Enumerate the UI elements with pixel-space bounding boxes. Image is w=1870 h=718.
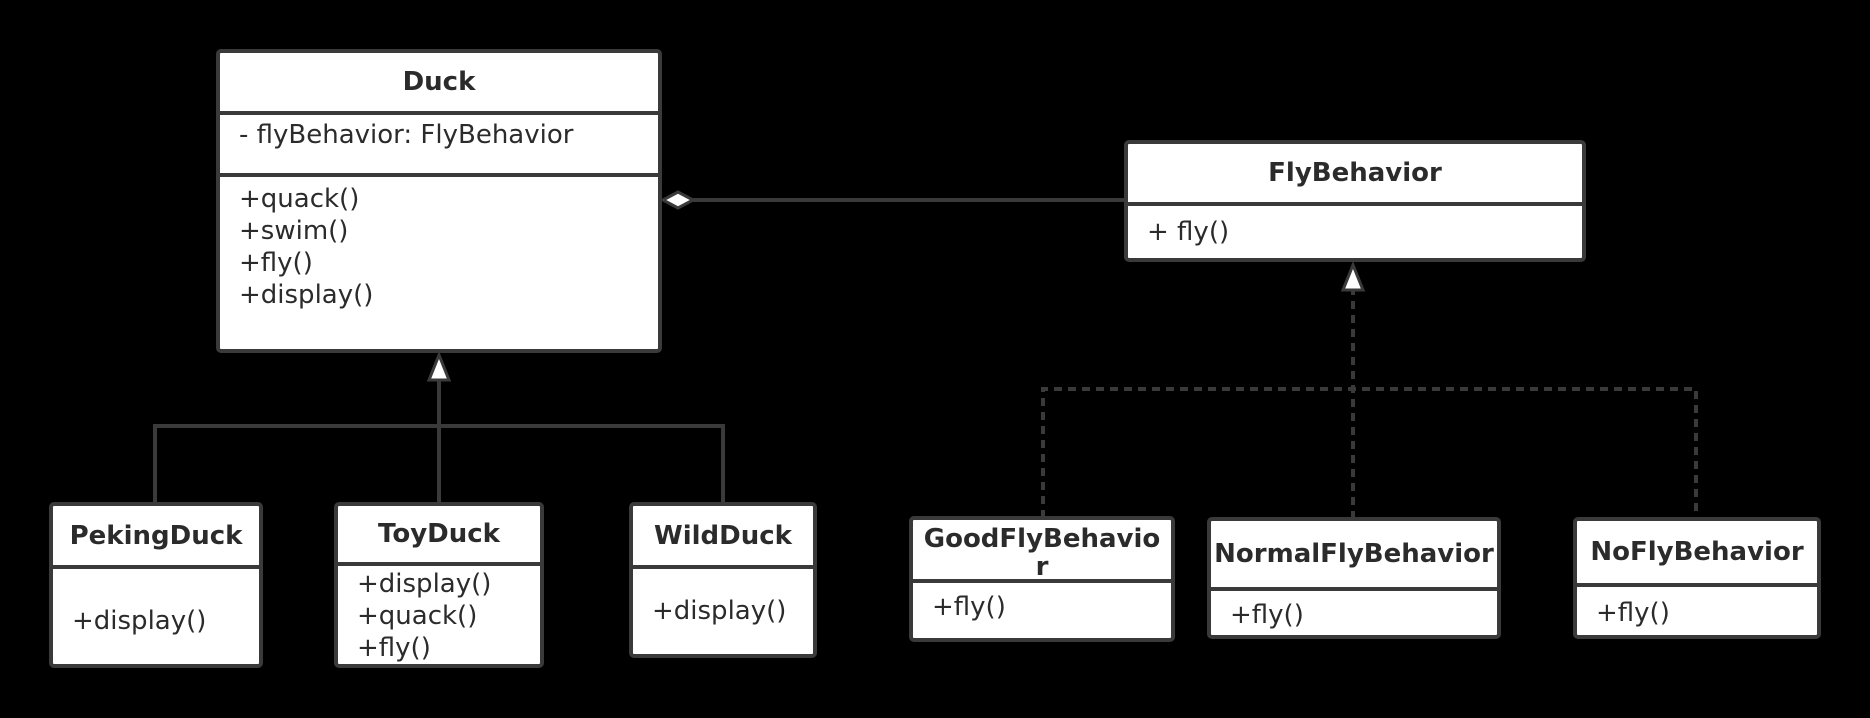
good-fly-behavior-operations: +fly() [913, 583, 1171, 623]
toy-duck-class[interactable]: ToyDuck +display() +quack() +fly() [334, 502, 544, 668]
good-fly-behavior-name-line: r [1035, 551, 1049, 582]
normal-fly-behavior-class[interactable]: NormalFlyBehavior +fly() [1207, 517, 1501, 639]
realization-line-good [1041, 387, 1698, 518]
duck-operation: +fly() [239, 248, 313, 278]
normal-fly-behavior-operations: +fly() [1211, 591, 1497, 631]
inheritance-arrowhead [426, 350, 452, 382]
fly-behavior-class-name: FlyBehavior [1128, 144, 1582, 206]
toy-duck-operation: +display() [357, 569, 492, 599]
wild-duck-operations: +display() [633, 569, 813, 627]
fly-behavior-operations: + fly() [1128, 206, 1582, 248]
good-fly-behavior-class-name: GoodFlyBehavio r [913, 520, 1171, 583]
no-fly-behavior-operations: +fly() [1577, 587, 1817, 629]
peking-duck-class-name: PekingDuck [53, 506, 259, 569]
wild-duck-class-name: WildDuck [633, 506, 813, 569]
fly-behavior-class[interactable]: FlyBehavior + fly() [1124, 140, 1586, 262]
duck-attribute: - flyBehavior: FlyBehavior [239, 120, 574, 150]
no-fly-behavior-operation: +fly() [1596, 598, 1670, 628]
duck-operation: +display() [239, 280, 374, 310]
normal-fly-behavior-class-name: NormalFlyBehavior [1211, 521, 1497, 591]
no-fly-behavior-class[interactable]: NoFlyBehavior +fly() [1573, 517, 1821, 639]
duck-class[interactable]: Duck - flyBehavior: FlyBehavior +quack()… [216, 49, 662, 353]
wild-duck-operation: +display() [652, 596, 787, 626]
inheritance-line-wild [439, 424, 725, 503]
good-fly-behavior-operation: +fly() [932, 592, 1006, 622]
good-fly-behavior-name-line: GoodFlyBehavio [923, 523, 1161, 554]
toy-duck-operations: +display() +quack() +fly() [338, 566, 540, 664]
realization-arrowhead [1340, 260, 1366, 292]
inheritance-line-peking [153, 424, 439, 503]
duck-operation: +swim() [239, 216, 349, 246]
fly-behavior-operation: + fly() [1147, 217, 1230, 247]
no-fly-behavior-class-name: NoFlyBehavior [1577, 521, 1817, 587]
peking-duck-operations: +display() [53, 569, 259, 637]
toy-duck-operation: +fly() [357, 633, 431, 663]
duck-attributes: - flyBehavior: FlyBehavior [220, 115, 658, 177]
duck-operations: +quack() +swim() +fly() +display() [220, 177, 658, 311]
duck-class-name: Duck [220, 53, 658, 115]
peking-duck-class[interactable]: PekingDuck +display() [49, 502, 263, 668]
duck-operation: +quack() [239, 184, 360, 214]
aggregation-diamond [659, 190, 697, 210]
toy-duck-operation: +quack() [357, 601, 478, 631]
wild-duck-class[interactable]: WildDuck +display() [629, 502, 817, 658]
peking-duck-operation: +display() [72, 606, 207, 636]
good-fly-behavior-class[interactable]: GoodFlyBehavio r +fly() [909, 516, 1175, 642]
normal-fly-behavior-operation: +fly() [1230, 600, 1304, 630]
toy-duck-class-name: ToyDuck [338, 506, 540, 566]
